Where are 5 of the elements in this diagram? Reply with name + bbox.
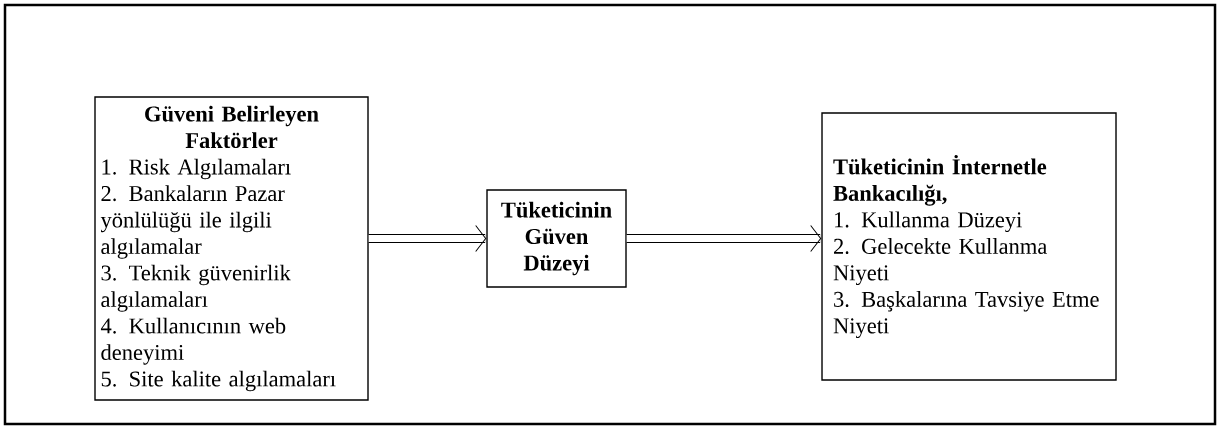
text-box: Tüketicinin Güven Düzeyi: [486, 189, 627, 288]
text-box: Tüketicinin İnternetle Bankacılığı, 1. Kullanma Düzeyi 2. Gelecekte Kullanma Niyeti 3. Başkalarına Tavsiye Etme Niyeti: [821, 112, 1117, 381]
arrow: [368, 225, 487, 252]
arrow: [626, 225, 822, 252]
text-box: Güveni Belirleyen Faktörler 1. Risk Algılamaları 2. Bankaların Pazar yönlülüğü ile ilgili algılamalar 3. Teknik güvenirlik algılamaları 4. Kullanıcının web deneyimi 5. Site kalite algılamaları: [94, 96, 369, 401]
